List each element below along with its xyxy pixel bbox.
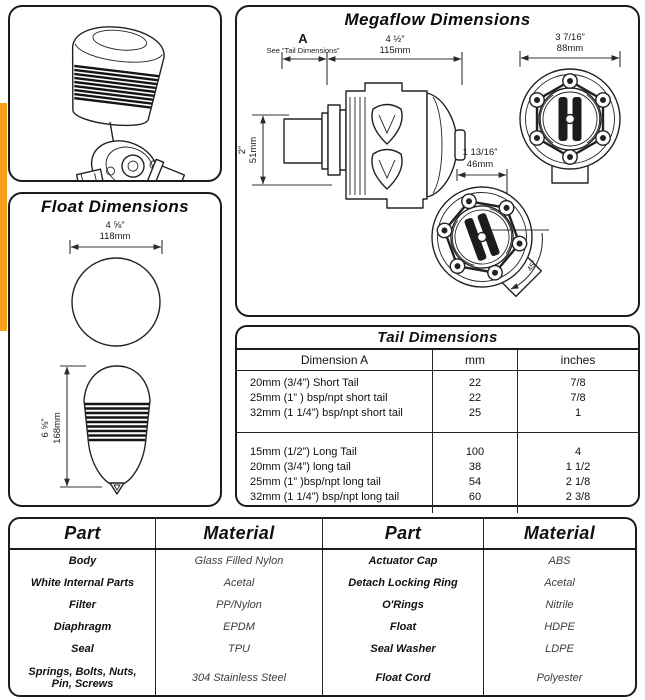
part-name: Body <box>68 555 97 567</box>
valve-assembly-shape <box>75 121 186 180</box>
tail-row-inches: 1 <box>574 407 582 419</box>
part-name: O'Rings <box>382 599 424 611</box>
float-height-mm-label: 168mm <box>52 412 63 444</box>
part-material: Glass Filled Nylon <box>194 555 284 567</box>
tail-row-inches: 7/8 <box>570 392 586 404</box>
part-name: Detach Locking Ring <box>348 577 458 589</box>
tail-dimensions-panel: Tail Dimensions Dimension A mm inches 20… <box>235 325 640 513</box>
parts-right-material-column: ABS Acetal Nitrile HDPE LDPE Polyester <box>484 550 635 695</box>
tail-row-inches: 7/8 <box>570 377 586 389</box>
tail-row-mm: 100 <box>465 446 485 458</box>
tail-row-inches: 2 3/8 <box>565 491 591 503</box>
part-name: Float Cord <box>375 671 431 684</box>
tail-row-mm: 22 <box>468 392 482 404</box>
part-material: ABS <box>548 555 571 567</box>
part-material: HDPE <box>544 621 575 633</box>
megaflow-dimensions-drawing: A See “Tail Dimensions” 4 ½” 115mm <box>237 31 622 303</box>
megaflow-dimensions-panel: Megaflow Dimensions <box>235 5 640 317</box>
float-height-dimension-lines <box>60 365 102 488</box>
tail-row-inches: 2 1/8 <box>565 476 591 488</box>
part-name: Filter <box>69 599 96 611</box>
tail-row-mm: 54 <box>468 476 482 488</box>
side-height-inches-label: 2” <box>237 146 248 154</box>
side-height-dimension-lines: 2” 51mm <box>237 114 332 186</box>
parts-materials-panel: Part Material Part Material Body White I… <box>8 517 637 697</box>
float-dimensions-panel: Float Dimensions 4 ⅝” 118mm <box>8 192 222 507</box>
dim-a-note: See “Tail Dimensions” <box>267 46 340 55</box>
tail-col-mm: mm <box>433 350 518 370</box>
page-accent-strip <box>0 103 7 331</box>
float-diameter-dimension-lines <box>69 240 163 254</box>
tail-row-name: 25mm (1” ) bsp/npt short tail <box>250 392 388 404</box>
part-material: Acetal <box>223 577 255 589</box>
rotated-width-mm-label: 46mm <box>467 159 493 170</box>
tail-dimensions-title: Tail Dimensions <box>237 327 638 350</box>
front-width-inches-label: 3 7/16” <box>555 32 585 43</box>
float-top-view-circle <box>71 257 161 347</box>
tail-row-mm: 25 <box>468 407 482 419</box>
parts-right-part-header: Part <box>323 519 484 548</box>
part-material: TPU <box>228 643 250 655</box>
float-valve-isometric-drawing <box>71 26 186 180</box>
parts-left-material-column: Glass Filled Nylon Acetal PP/Nylon EPDM … <box>156 550 323 695</box>
part-material: Nitrile <box>545 599 574 611</box>
side-height-mm-label: 51mm <box>248 137 259 163</box>
part-material: Polyester <box>536 671 583 684</box>
tail-row-mm: 60 <box>468 491 482 503</box>
tail-row-name: 20mm (3/4”) Short Tail <box>250 377 359 389</box>
float-side-view-shape <box>83 365 151 495</box>
tail-row-name: 15mm (1/2”) Long Tail <box>250 446 357 458</box>
tail-row-name: 32mm (1 1/4”) bsp/npt short tail <box>250 407 403 419</box>
tail-row-mm: 22 <box>468 377 482 389</box>
parts-left-part-header: Part <box>10 519 156 548</box>
tail-col-dimension-a: Dimension A <box>237 350 433 370</box>
tail-row-inches: 1 1/2 <box>565 461 591 473</box>
float-dimensions-drawing: 4 ⅝” 118mm 6 ⅝” 168mm <box>40 220 163 495</box>
rotated-width-inches-label: 1 13/16” <box>463 147 498 158</box>
part-material: PP/Nylon <box>216 599 262 611</box>
parts-left-material-header: Material <box>156 519 323 548</box>
valve-front-view-shape <box>518 67 622 184</box>
parts-left-part-column: Body White Internal Parts Filter Diaphra… <box>10 550 156 695</box>
float-diameter-inches-label: 4 ⅝” <box>105 220 124 231</box>
part-name: Seal Washer <box>370 643 436 655</box>
megaflow-dimensions-title: Megaflow Dimensions <box>344 10 531 29</box>
parts-table-body: Body White Internal Parts Filter Diaphra… <box>10 550 635 695</box>
front-view-dimension-lines: 3 7/16” 88mm <box>519 32 621 67</box>
valve-side-view-shape <box>283 82 466 209</box>
float-diameter-mm-label: 118mm <box>100 231 131 242</box>
tail-col-inches: inches <box>560 353 596 367</box>
tail-row-name: 20mm (3/4”) long tail <box>250 461 351 473</box>
front-width-mm-label: 88mm <box>557 43 583 54</box>
part-material: 304 Stainless Steel <box>191 671 287 684</box>
side-width-inches-label: 4 ½” <box>385 34 404 45</box>
float-dimensions-title: Float Dimensions <box>40 197 190 216</box>
product-isometric-panel <box>8 5 222 182</box>
parts-right-material-header: Material <box>523 523 596 543</box>
side-view-dimension-lines: A See “Tail Dimensions” 4 ½” 115mm <box>267 31 463 85</box>
parts-right-part-column: Actuator Cap Detach Locking Ring O'Rings… <box>323 550 484 695</box>
parts-table-header: Part Material Part Material <box>10 519 635 550</box>
part-name: White Internal Parts <box>30 577 135 589</box>
part-material: LDPE <box>545 643 574 655</box>
part-material: EPDM <box>223 621 255 633</box>
part-name: Float <box>389 621 417 633</box>
side-width-mm-label: 115mm <box>380 45 411 56</box>
tail-row-name: 32mm (1 1/4”) bsp/npt long tail <box>250 491 400 503</box>
part-material: Acetal <box>544 577 575 589</box>
tail-short-group: 20mm (3/4”) Short Tail 25mm (1” ) bsp/np… <box>237 371 638 433</box>
part-name: Diaphragm <box>53 621 112 633</box>
float-body-shape <box>71 26 165 127</box>
tail-row-name: 25mm (1” )bsp/npt long tail <box>250 476 381 488</box>
tail-row-mm: 38 <box>468 461 482 473</box>
tail-table-header: Dimension A mm inches <box>237 350 638 371</box>
part-name: Seal <box>71 643 94 655</box>
tail-row-inches: 4 <box>574 446 582 458</box>
tail-long-group: 15mm (1/2”) Long Tail 20mm (3/4”) long t… <box>237 433 638 513</box>
dim-a-label: A <box>298 31 308 46</box>
float-height-inches-label: 6 ⅝” <box>40 418 51 437</box>
part-name: Springs, Bolts, Nuts, Pin, Screws <box>28 665 137 690</box>
part-name: Actuator Cap <box>368 555 438 567</box>
rotated-view-dimension-lines: 1 13/16” 46mm <box>456 147 508 212</box>
